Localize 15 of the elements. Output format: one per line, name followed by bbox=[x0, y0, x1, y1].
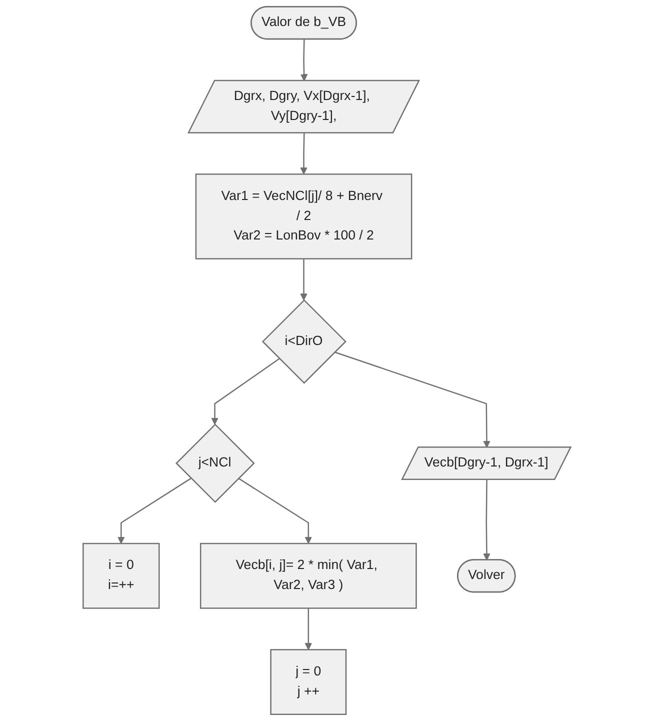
arrow bbox=[483, 480, 490, 560]
arrow bbox=[300, 133, 308, 174]
arrow bbox=[118, 478, 192, 544]
arrow bbox=[334, 352, 490, 448]
node-diamond: i<DirO bbox=[262, 299, 346, 384]
arrow bbox=[211, 358, 280, 425]
node-box: i = 0 i=++ bbox=[82, 542, 160, 609]
node-box: Vecb[i, j]= 2 * min( Var1, Var2, Var3 ) bbox=[200, 542, 417, 609]
node-box: Var1 = VecNCl[j]/ 8 + Bnerv / 2 Var2 = LonBov * 100 / 2 bbox=[195, 174, 412, 260]
arrow bbox=[300, 39, 308, 82]
arrow bbox=[238, 478, 312, 544]
node-box: j = 0 j ++ bbox=[270, 649, 347, 715]
node-diamond: j<NCl bbox=[176, 424, 255, 503]
arrow bbox=[300, 258, 308, 301]
arrow bbox=[304, 608, 312, 650]
